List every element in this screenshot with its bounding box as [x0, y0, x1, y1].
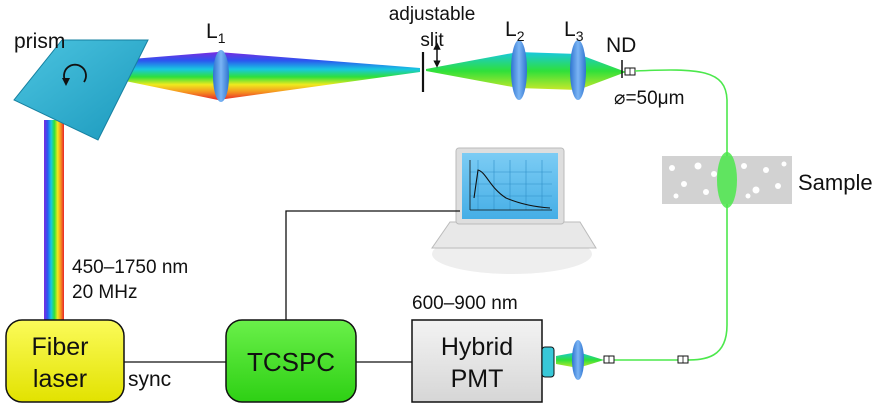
pmt-window — [541, 346, 555, 378]
detection-lens — [572, 340, 584, 380]
wavelength-range-label: 450–1750 nm — [72, 257, 188, 278]
pmt-label-line1: Hybrid — [441, 333, 513, 361]
fiber-laser-label-line1: Fiber — [32, 333, 89, 361]
lens-l3 — [570, 40, 586, 100]
tcspc-to-laptop-cable — [285, 210, 460, 320]
sample-label: Sample — [798, 170, 873, 195]
fiber-laser-label-line2: laser — [33, 365, 87, 393]
prism-label: prism — [14, 30, 65, 53]
nd-label: ND — [606, 34, 636, 57]
rep-rate-label: 20 MHz — [72, 282, 137, 303]
detection-range-label: 600–900 nm — [412, 293, 518, 314]
pmt-label-line2: PMT — [451, 365, 504, 393]
fiber-diameter-label: ⌀=50μm — [614, 88, 684, 109]
lens-l2 — [511, 40, 527, 100]
lens-l2-label: L2 — [505, 18, 525, 44]
sync-label: sync — [128, 368, 171, 391]
slit-label-line2: slit — [420, 30, 444, 51]
laser-output-beam — [44, 120, 64, 326]
rotation-arrow-icon — [62, 63, 87, 86]
tcspc-box — [225, 319, 357, 403]
lens-l1-label: L1 — [206, 20, 226, 46]
optical-fiber — [614, 69, 728, 361]
prism — [13, 39, 149, 141]
fiber-laser-box — [5, 319, 125, 403]
dispersed-spectrum-beam — [120, 52, 420, 100]
slit-label-line1: adjustable — [389, 4, 476, 25]
lens-l1 — [213, 50, 229, 102]
laptop-icon — [431, 147, 597, 274]
lens-l3-label: L3 — [564, 18, 584, 44]
sample-block — [662, 152, 792, 208]
tcspc-label: TCSPC — [247, 347, 335, 377]
